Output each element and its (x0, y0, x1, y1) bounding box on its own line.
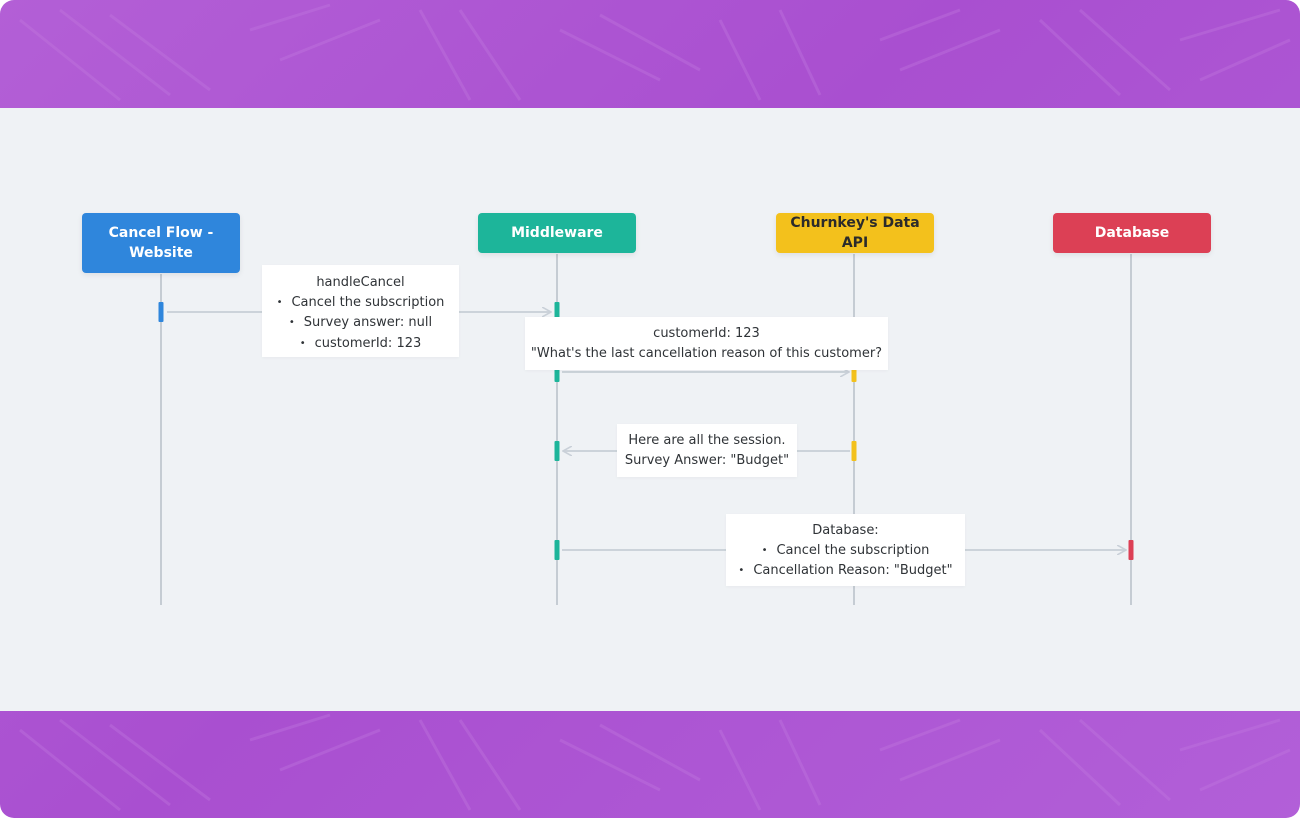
message-item-list: Cancel the subscription Survey answer: n… (262, 293, 459, 355)
message-session-response: Here are all the session. Survey Answer:… (617, 424, 797, 477)
activation-data-api-2 (851, 441, 857, 461)
activation-middleware-4 (554, 540, 560, 560)
message-title: handleCancel (316, 275, 405, 290)
message-line: Survey Answer: "Budget" (624, 452, 790, 468)
message-line: "What's the last cancellation reason of … (530, 345, 883, 361)
message-item-list: Cancel the subscription Cancellation Rea… (726, 541, 965, 582)
actor-middleware: Middleware (478, 213, 636, 253)
message-customer-query: customerId: 123 "What's the last cancell… (525, 317, 888, 370)
actor-data-api: Churnkey's Data API (776, 213, 934, 253)
message-line: customerId: 123 (653, 326, 760, 341)
sequence-diagram (158, 254, 1134, 605)
message-item: Cancel the subscription (262, 293, 459, 314)
message-item: customerId: 123 (262, 334, 459, 355)
actor-cancel-flow: Cancel Flow - Website (82, 213, 240, 273)
activation-middleware-3 (554, 441, 560, 461)
message-item: Survey answer: null (262, 313, 459, 334)
activation-database (1128, 540, 1134, 560)
message-database-update: Database: Cancel the subscription Cancel… (726, 514, 965, 586)
actor-database: Database (1053, 213, 1211, 253)
message-item: Cancel the subscription (726, 541, 965, 562)
message-title: Database: (812, 523, 879, 538)
activation-cancel-flow (158, 302, 164, 322)
message-handle-cancel: handleCancel Cancel the subscription Sur… (262, 265, 459, 357)
message-line: Here are all the session. (628, 433, 786, 448)
message-item: Cancellation Reason: "Budget" (726, 561, 965, 582)
diagram-canvas (0, 108, 1300, 711)
